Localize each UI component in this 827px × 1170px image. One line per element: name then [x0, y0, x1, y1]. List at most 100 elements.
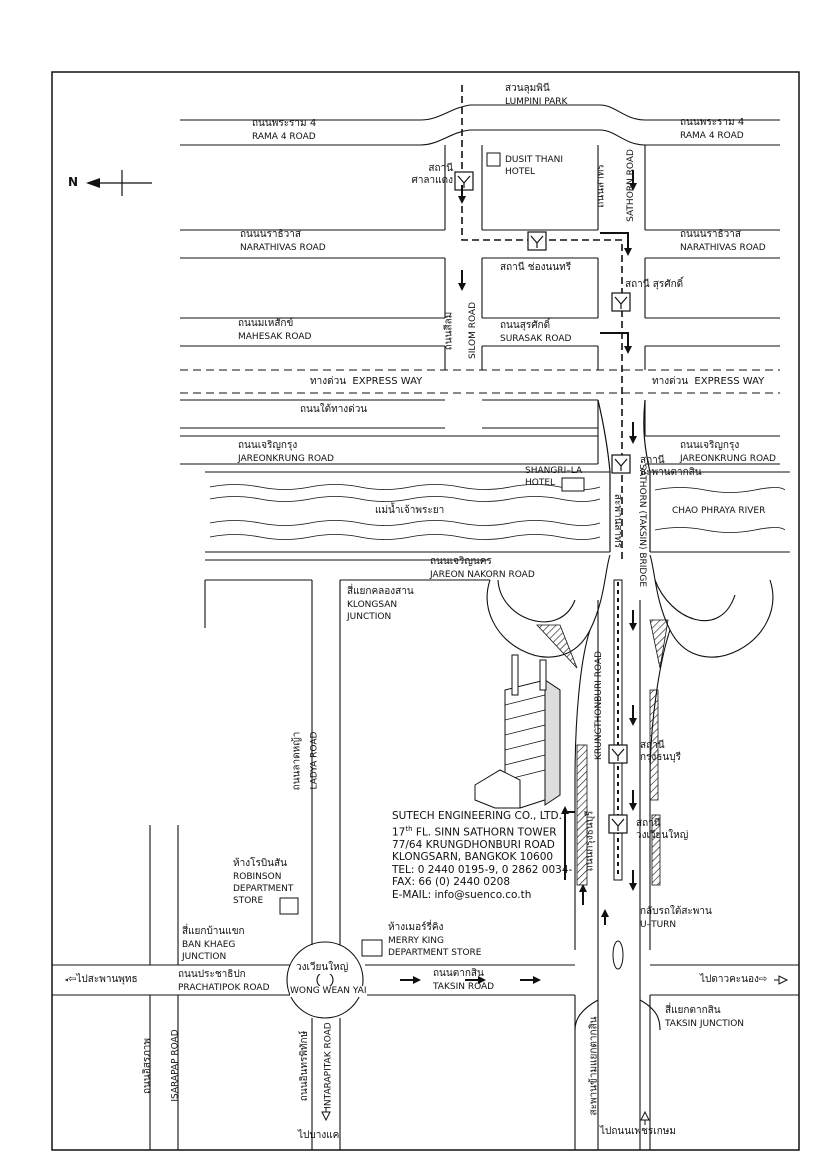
- merryking-label-en1: MERRY KING: [388, 936, 445, 946]
- company-fax: FAX: 66 (0) 2440 0208: [392, 876, 511, 888]
- company-name: SUTECH ENGINEERING CO., LTD.: [392, 810, 562, 822]
- traffic-islands: [536, 619, 669, 886]
- uturn-icon: [612, 940, 624, 970]
- company-tel: TEL: 0 2440 0195-9, 0 2862 0034-: [392, 863, 573, 876]
- company-email: E-MAIL: info@suenco.co.th: [392, 888, 532, 901]
- station-chongnonsi-label: สถานี ช่องนนทรี: [500, 262, 572, 273]
- jareonkrung-right-label-th: ถนนเจริญกรุง: [680, 440, 740, 451]
- krungthonburi-label-en: KRUNGTHONBURI ROAD: [594, 650, 605, 761]
- sathorn-label-en: SATHORN ROAD: [625, 149, 636, 222]
- mahesak-label-en: MAHESAK ROAD: [238, 332, 312, 342]
- bts-rail: [613, 579, 623, 881]
- klongsan-label-en1: KLONGSAN: [347, 600, 398, 610]
- uturn-label-th: กลับรถใต้สะพาน: [640, 906, 712, 917]
- klongsan-label-th: สี่แยกคลองสาน: [347, 586, 414, 597]
- north-arrow-icon: [86, 170, 152, 196]
- lower-roads: [52, 554, 799, 1150]
- station-saphantaksin-label: สถานี สะพานตากสิน: [640, 455, 702, 478]
- narathivas-label-en: NARATHIVAS ROAD: [240, 243, 326, 253]
- krungthonburi-label-th: ถนนกรุงธนบุรี: [584, 810, 596, 872]
- dusit-label-2: HOTEL: [505, 167, 536, 177]
- taksinjct-label-th: สี่แยกตากสิน: [665, 1005, 721, 1016]
- bridge-label-th: สะพานสาทร: [612, 493, 624, 549]
- robinson-label-en1: ROBINSON: [233, 872, 282, 882]
- to-dao-label: ไปดาวคะนอง⇨: [700, 974, 768, 986]
- company-floor: 17th FL. SINN SATHORN TOWER: [392, 824, 557, 839]
- to-phetkasem-label: ไปถนนเพชรเกษม: [600, 1126, 676, 1137]
- jareonkrung-label-en: JAREONKRUNG ROAD: [238, 454, 334, 464]
- lumpini-label-th: สวนลุมพินี: [505, 83, 550, 94]
- shangrila-label-2: HOTEL: [525, 478, 556, 488]
- merryking-label-th: ห้างเมอร์รี่คิง: [388, 922, 444, 933]
- dusit-label-1: DUSIT THANI: [505, 155, 564, 165]
- jareonnakorn-label-en: JAREON NAKORN ROAD: [430, 570, 535, 580]
- company-city: KLONGSARN, BANGKOK 10600: [392, 851, 554, 863]
- to-phut-label: ⇦ไปสะพานพุทธ: [68, 974, 138, 986]
- prachatipok-label-th: ถนนประชาธิปก: [178, 969, 246, 980]
- narathivas-label-th: ถนนนราธิวาส: [240, 229, 301, 240]
- map-border: [51, 71, 800, 1151]
- road-lines: [180, 104, 780, 465]
- expressway-label: ทางด่วน EXPRESS WAY: [310, 376, 423, 387]
- sathorn-label-th: ถนนสาทร: [595, 164, 607, 208]
- taksin-bridge: [597, 399, 651, 552]
- company-address: SUTECH ENGINEERING CO., LTD. 17th FL. SI…: [392, 810, 572, 901]
- rama4-label-th: ถนนพระราม 4: [252, 118, 317, 129]
- direction-arrows: [400, 170, 637, 984]
- bts-station-icons: [454, 171, 631, 834]
- surasak-label-th: ถนนสุรศักดิ์: [500, 320, 551, 331]
- surasak-label-en: SURASAK ROAD: [500, 334, 572, 344]
- prachatipok-label-en: PRACHATIPOK ROAD: [178, 983, 270, 993]
- rama4-label-en: RAMA 4 ROAD: [252, 132, 316, 142]
- bridge-label-en: SATHORN (TAKSIN) BRIDGE: [637, 463, 648, 588]
- bankhaeg-label-th: สี่แยกบ้านแขก: [182, 926, 245, 937]
- river-label-en: CHAO PHRAYA RIVER: [672, 506, 766, 517]
- wongwean-label-en: WONG WEAN YAI: [290, 986, 367, 997]
- narathivas-right-label-th: ถนนนราธิวาส: [680, 229, 741, 240]
- rama4-right-label-en: RAMA 4 ROAD: [680, 131, 744, 141]
- robinson-label-en3: STORE: [233, 896, 264, 906]
- isarapap-label-th: ถนนอิสรภาพ: [142, 1037, 154, 1095]
- robinson-label-th: ห้างโรบินสัน: [233, 858, 287, 869]
- intarapitak-label-th: ถนนอินทรพิทักษ์: [299, 1030, 311, 1102]
- lumpini-label-en: LUMPINI PARK: [505, 97, 568, 107]
- taksin-flyover-label: สะพานข้ามแยกตากสิน: [588, 1016, 600, 1116]
- merryking-label-en2: DEPARTMENT STORE: [388, 948, 482, 958]
- wongwean-label-th: วงเวียนใหญ่: [296, 962, 349, 974]
- north-label: N: [68, 175, 79, 189]
- ladya-label-th: ถนนลาดหญ้า: [291, 731, 303, 791]
- taksinjct-label-en: TAKSIN JUNCTION: [665, 1019, 745, 1029]
- uturn-label-en: U–TURN: [640, 920, 677, 930]
- intarapitak-label-en: INTARAPITAK ROAD: [323, 1022, 334, 1109]
- taksin-label-en: TAKSIN ROAD: [433, 982, 495, 992]
- ladya-label-en: LADYA ROAD: [309, 731, 320, 790]
- station-surasak-label: สถานี สุรศักดิ์: [625, 279, 684, 290]
- to-bangkae-label: ไปบางแค: [298, 1130, 340, 1141]
- mahesak-label-th: ถนนมเหสักข์: [238, 318, 294, 329]
- isarapap-label-en: ISARAPAP ROAD: [170, 1029, 181, 1102]
- rama4-right-label-th: ถนนพระราม 4: [680, 117, 745, 128]
- shangrila-label-1: SHANGRI–LA: [525, 466, 583, 476]
- taksin-label-th: ถนนตากสิน: [433, 968, 484, 979]
- station-wongwianyai-label: สถานี วงเวียนใหญ่: [636, 818, 689, 841]
- silom-label-en: SILOM ROAD: [468, 301, 479, 360]
- station-saladaeng-label: สถานี ศาลาแดง: [411, 163, 453, 186]
- narathivas-right-label-en: NARATHIVAS ROAD: [680, 243, 766, 253]
- robinson-label-en2: DEPARTMENT: [233, 884, 294, 894]
- office-tower-icon: [474, 654, 561, 809]
- river: [205, 471, 790, 553]
- station-krungthonburi-label: สถานี กรุงธนบุรี: [640, 740, 681, 763]
- landmark-boxes: [279, 152, 585, 957]
- bankhaeg-label-en2: JUNCTION: [182, 952, 227, 962]
- company-street: 77/64 KRUNGDHONBURI ROAD: [392, 838, 555, 851]
- bankhaeg-label-en1: BAN KHAEG: [182, 940, 236, 950]
- expressway-right-label: ทางด่วน EXPRESS WAY: [652, 376, 765, 387]
- jareonkrung-right-label-en: JAREONKRUNG ROAD: [680, 454, 776, 464]
- river-label-th: แม่น้ำเจ้าพระยา: [375, 505, 445, 517]
- jareonkrung-label-th: ถนนเจริญกรุง: [238, 440, 298, 451]
- under-expressway-label: ถนนใต้ทางด่วน: [300, 404, 368, 415]
- klongsan-label-en2: JUNCTION: [347, 612, 392, 622]
- silom-label-th: ถนนสีลม: [443, 311, 455, 351]
- jareonnakorn-label-th: ถนนเจริญนคร: [430, 556, 492, 567]
